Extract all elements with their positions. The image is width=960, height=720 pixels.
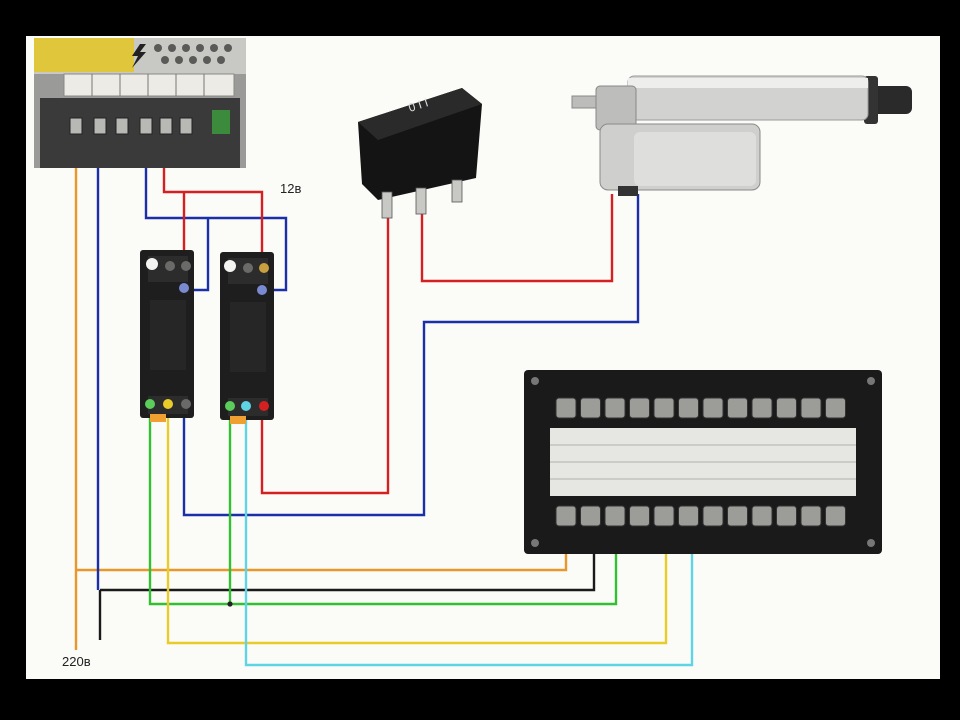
terminal-screw [800,505,822,527]
svg-text:0 I I: 0 I I [407,95,430,114]
terminal-screw [653,505,675,527]
wire-cyan-relay2-controller [244,408,694,667]
terminal-screw [604,505,626,527]
terminal-screw [580,397,601,419]
terminal-screw [678,505,699,527]
terminal-screw [776,397,797,419]
linear-actuator [571,75,912,196]
label-12v: 12в [280,181,301,196]
terminal-screw [580,505,601,527]
wire-blue-relay1-actuator [182,194,640,517]
terminal-screw [653,397,675,419]
wire-red-relay2-switch [260,212,390,495]
wire-yellow-relay1-controller [166,408,668,645]
label-220v: 220в [62,654,91,669]
rocker-switch: 0 I I [358,88,482,219]
terminal-screw [604,397,626,419]
relay-2 [220,252,274,424]
terminal-screw [727,505,748,527]
terminal-screw [702,397,724,419]
wire-red-switch-actuator [420,194,614,283]
terminal-screw [751,397,773,419]
relay-1 [140,250,194,422]
terminal-screw [751,505,773,527]
terminal-screw [555,505,577,527]
power-supply [34,38,246,168]
terminal-screw [825,397,846,419]
terminal-screw [776,505,797,527]
terminal-screw [678,397,699,419]
timer-controller [524,370,882,554]
wire-green-relay1-controller [148,408,618,606]
terminal-screw [629,505,650,527]
wire-junction [227,601,233,607]
terminal-screw [800,397,822,419]
terminal-screw [555,397,577,419]
terminal-screw [702,505,724,527]
terminal-screw [727,397,748,419]
terminal-screw [629,397,650,419]
terminal-screw [825,505,846,527]
